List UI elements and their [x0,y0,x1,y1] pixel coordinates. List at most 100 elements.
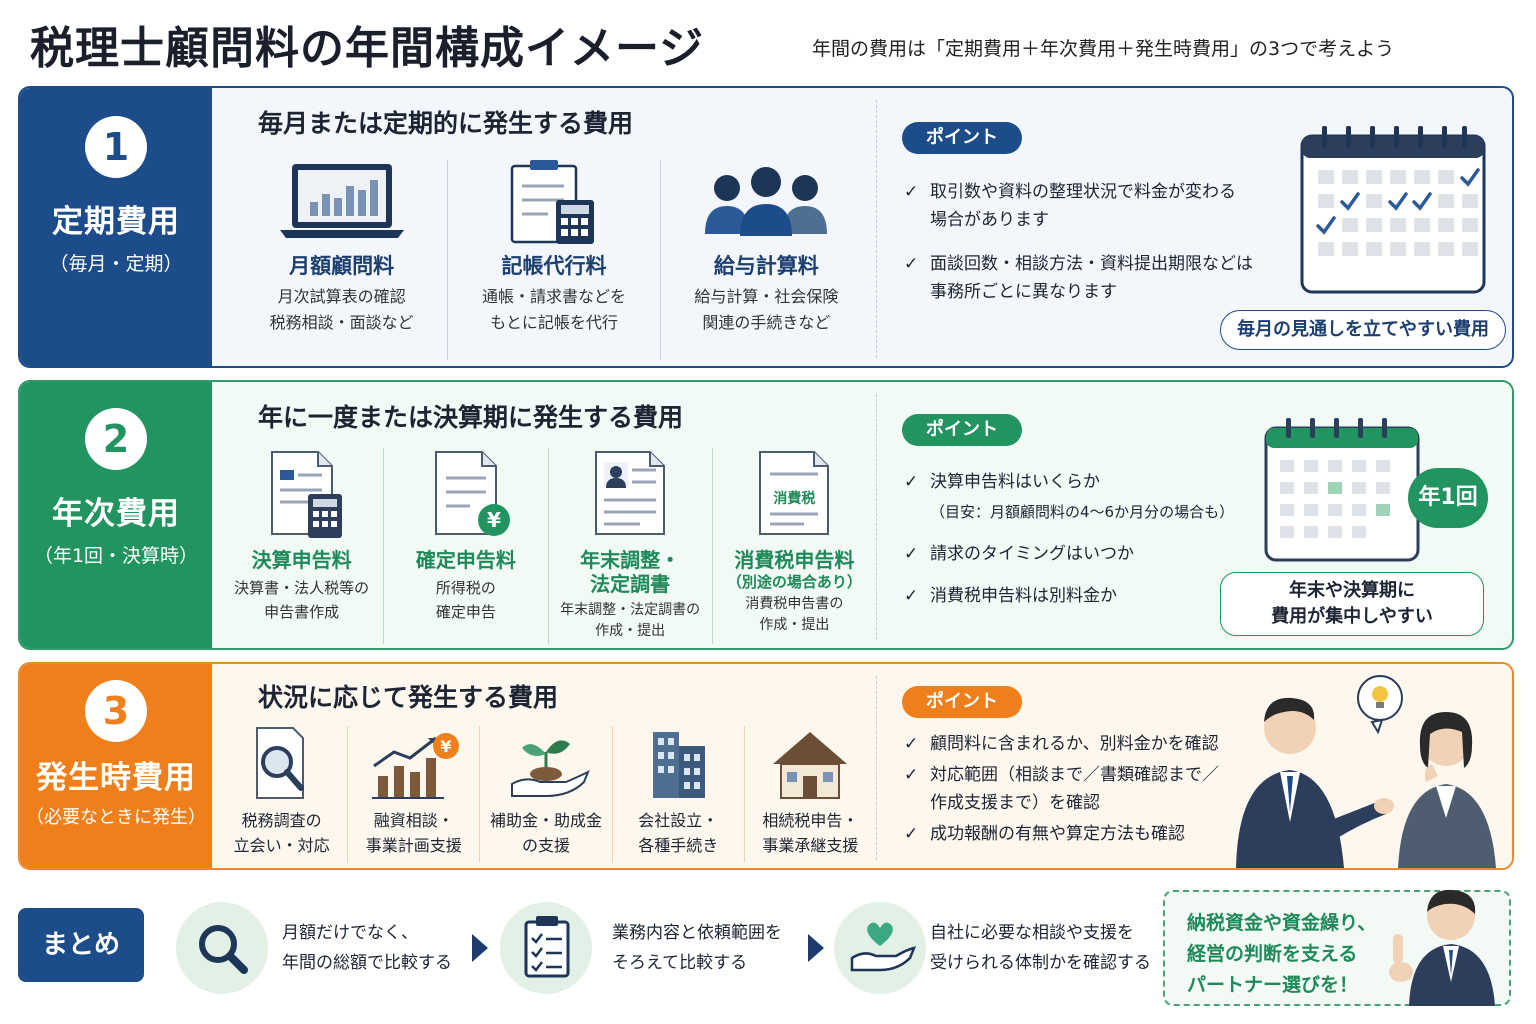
summary-step-text: 業務内容と依頼範囲をそろえて比較する [612,923,782,973]
fee-item-name: 補助金・助成金の支援 [490,811,603,855]
doc-label: 消費税 [773,491,816,507]
fee-item-name: 会社設立・各種手続き [638,811,719,855]
fee-item-name: 決算申告料 [251,548,352,572]
section-heading: 状況に応じて発生する費用 [258,683,559,712]
fee-item-consumption-tax: 消費税 消費税申告料 （別途の場合あり） 消費税申告書の作成・提出 [711,448,876,644]
header: 税理士顧問料の年間構成イメージ 年間の費用は「定期費用＋年次費用＋発生時費用」の… [0,0,1536,88]
section-number: 2 [85,408,147,470]
fee-item-inheritance: 相続税申告・事業承継支援 [743,726,876,862]
fee-items: 税務調査の立会い・対応 ¥ 融資相談・事業計画支援 [216,726,876,862]
point-item: 対応範囲（相談まで／書類確認まで／作成支援まで）を確認 [904,761,1219,817]
fee-item-name: 消費税申告料 [734,548,855,572]
section-label-panel: 1 定期費用 （毎月・定期） [20,88,212,366]
fee-item-desc: 年末調整・法定調書の作成・提出 [560,602,701,639]
point-list: 決算申告料はいくらか（目安：月額顧問料の4〜6か月分の場合も） 請求のタイミング… [904,468,1234,624]
fee-item-name: 年末調整・法定調書 [580,548,681,596]
point-item: 消費税申告料は別料金か [904,582,1234,610]
sprout-hand-icon [511,740,590,797]
calendar-icon [1264,418,1420,562]
section-sub: （年1回・決算時） [33,545,199,567]
section-label-panel: 3 発生時費用 （必要なときに発生） [20,664,212,868]
fee-item-desc: 所得税の確定申告 [435,579,496,621]
section-sub: （毎月・定期） [49,253,183,275]
fee-item-name: 融資相談・事業計画支援 [365,811,462,855]
page-subtitle: 年間の費用は「定期費用＋年次費用＋発生時費用」の3つで考えよう [812,38,1395,60]
fee-item-desc: 決算書・法人税等の申告書作成 [234,579,370,621]
fee-item-payroll: 給与計算料 給与計算・社会保険関連の手続きなど [659,160,872,360]
fee-item-desc: 消費税申告書の作成・提出 [745,596,844,633]
document-icon [759,451,830,535]
summary-final-text: 納税資金や資金繰り、経営の判断を支えるパートナー選びを！ [1187,912,1377,996]
fee-item-desc: 通帳・請求書などをもとに記帳を代行 [481,287,626,332]
section-heading: 毎月または定期的に発生する費用 [258,109,634,138]
summary-step-text: 月額だけでなく、年間の総額で比較する [282,923,452,973]
section-name: 定期費用 [52,204,180,240]
svg-text:¥: ¥ [487,508,501,532]
section-name: 発生時費用 [36,760,196,796]
fee-item-incorporation: 会社設立・各種手続き [611,726,744,862]
divider [876,676,877,860]
advisor-illustration [1389,889,1495,1006]
laptop-chart-icon [279,164,404,238]
svg-text:¥: ¥ [440,737,451,756]
fee-item-tax-audit: 税務調査の立会い・対応 [216,726,347,862]
heart-hand-icon [850,922,917,972]
summary-step-icon-bg [500,902,592,994]
section-number: 3 [85,680,147,742]
fee-item-name: 記帳代行料 [501,254,607,278]
divider [876,394,877,640]
fee-items: 月額顧問料 月次試算表の確認税務相談・面談など 記帳代行料 通帳・請求書などをも… [236,160,872,360]
section-annual-fees: 2 年次費用 （年1回・決算時） 年に一度または決算期に発生する費用 決算申告料… [18,380,1514,650]
annual-badge: 年1回 [1408,468,1488,528]
calendar-check-icon [1300,126,1486,294]
fee-item-name: 給与計算料 [713,254,819,278]
fee-item-subsidy: 補助金・助成金の支援 [479,726,611,862]
fee-item-tax-return: ¥ 確定申告料 所得税の確定申告 [383,448,547,644]
point-item: 顧問料に含まれるか、別料金かを確認 [904,730,1219,758]
consultation-illustration [1236,675,1496,868]
section-tag: 年末や決算期に費用が集中しやすい [1220,572,1484,636]
document-calculator-icon [270,451,342,538]
growth-chart-yen-icon: ¥ [371,733,459,799]
document-calculator-icon [510,160,594,244]
point-badge: ポイント [902,414,1022,446]
section-label-panel: 2 年次費用 （年1回・決算時） [20,382,212,648]
divider [876,100,877,358]
point-badge: ポイント [902,122,1022,154]
summary-step-text: 自社に必要な相談や支援を受けられる体制かを確認する [930,923,1151,973]
fee-item-monthly: 月額顧問料 月次試算表の確認税務相談・面談など [236,160,447,360]
summary-step-icon-bg [834,902,926,994]
fee-item-desc: 月次試算表の確認税務相談・面談など [269,287,414,332]
consumption-tax-doc: 消費税 [734,448,854,542]
summary-label: まとめ [18,908,144,982]
point-item: 決算申告料はいくらか（目安：月額顧問料の4〜6か月分の場合も） [904,468,1234,526]
point-list: 顧問料に含まれるか、別料金かを確認 対応範囲（相談まで／書類確認まで／作成支援ま… [904,730,1219,851]
fee-item-name: 相続税申告・事業承継支援 [762,811,859,855]
section-heading: 年に一度または決算期に発生する費用 [258,403,684,432]
people-group-icon [705,167,828,236]
section-regular-fees: 1 定期費用 （毎月・定期） 毎月または定期的に発生する費用 月額顧問料 月次試… [18,86,1514,368]
clipboard-checklist-icon [524,916,570,978]
fee-item-name: 月額顧問料 [289,254,395,278]
summary: まとめ 月額だけでなく、年間の総額で比較する 業務内容と依頼範囲をそろえて比較す… [18,884,1514,1014]
fee-item-settlement: 決算申告料 決算書・法人税等の申告書作成 [220,448,383,644]
arrow-right-icon [472,934,488,962]
fee-item-name: 税務調査の立会い・対応 [233,811,330,855]
magnifier-icon [199,925,248,974]
fee-item-note: （別途の場合あり） [726,573,862,591]
page-title: 税理士顧問料の年間構成イメージ [30,23,705,74]
fee-item-desc: 給与計算・社会保険関連の手続きなど [694,287,839,332]
point-item: 請求のタイミングはいつか [904,540,1234,568]
document-person-icon [595,451,666,535]
section-adhoc-fees: 3 発生時費用 （必要なときに発生） 状況に応じて発生する費用 税務調査の立会い… [18,662,1514,870]
section-number: 1 [85,116,147,178]
document-yen-icon: ¥ [434,451,510,536]
magnifier-document-icon [255,727,304,799]
point-item: 成功報酬の有無や算定方法も確認 [904,820,1219,848]
arrow-right-icon [808,934,824,962]
point-badge: ポイント [902,686,1022,718]
summary-final-box: 納税資金や資金繰り、経営の判断を支えるパートナー選びを！ [1163,889,1511,1006]
summary-step-icon-bg [176,902,268,994]
